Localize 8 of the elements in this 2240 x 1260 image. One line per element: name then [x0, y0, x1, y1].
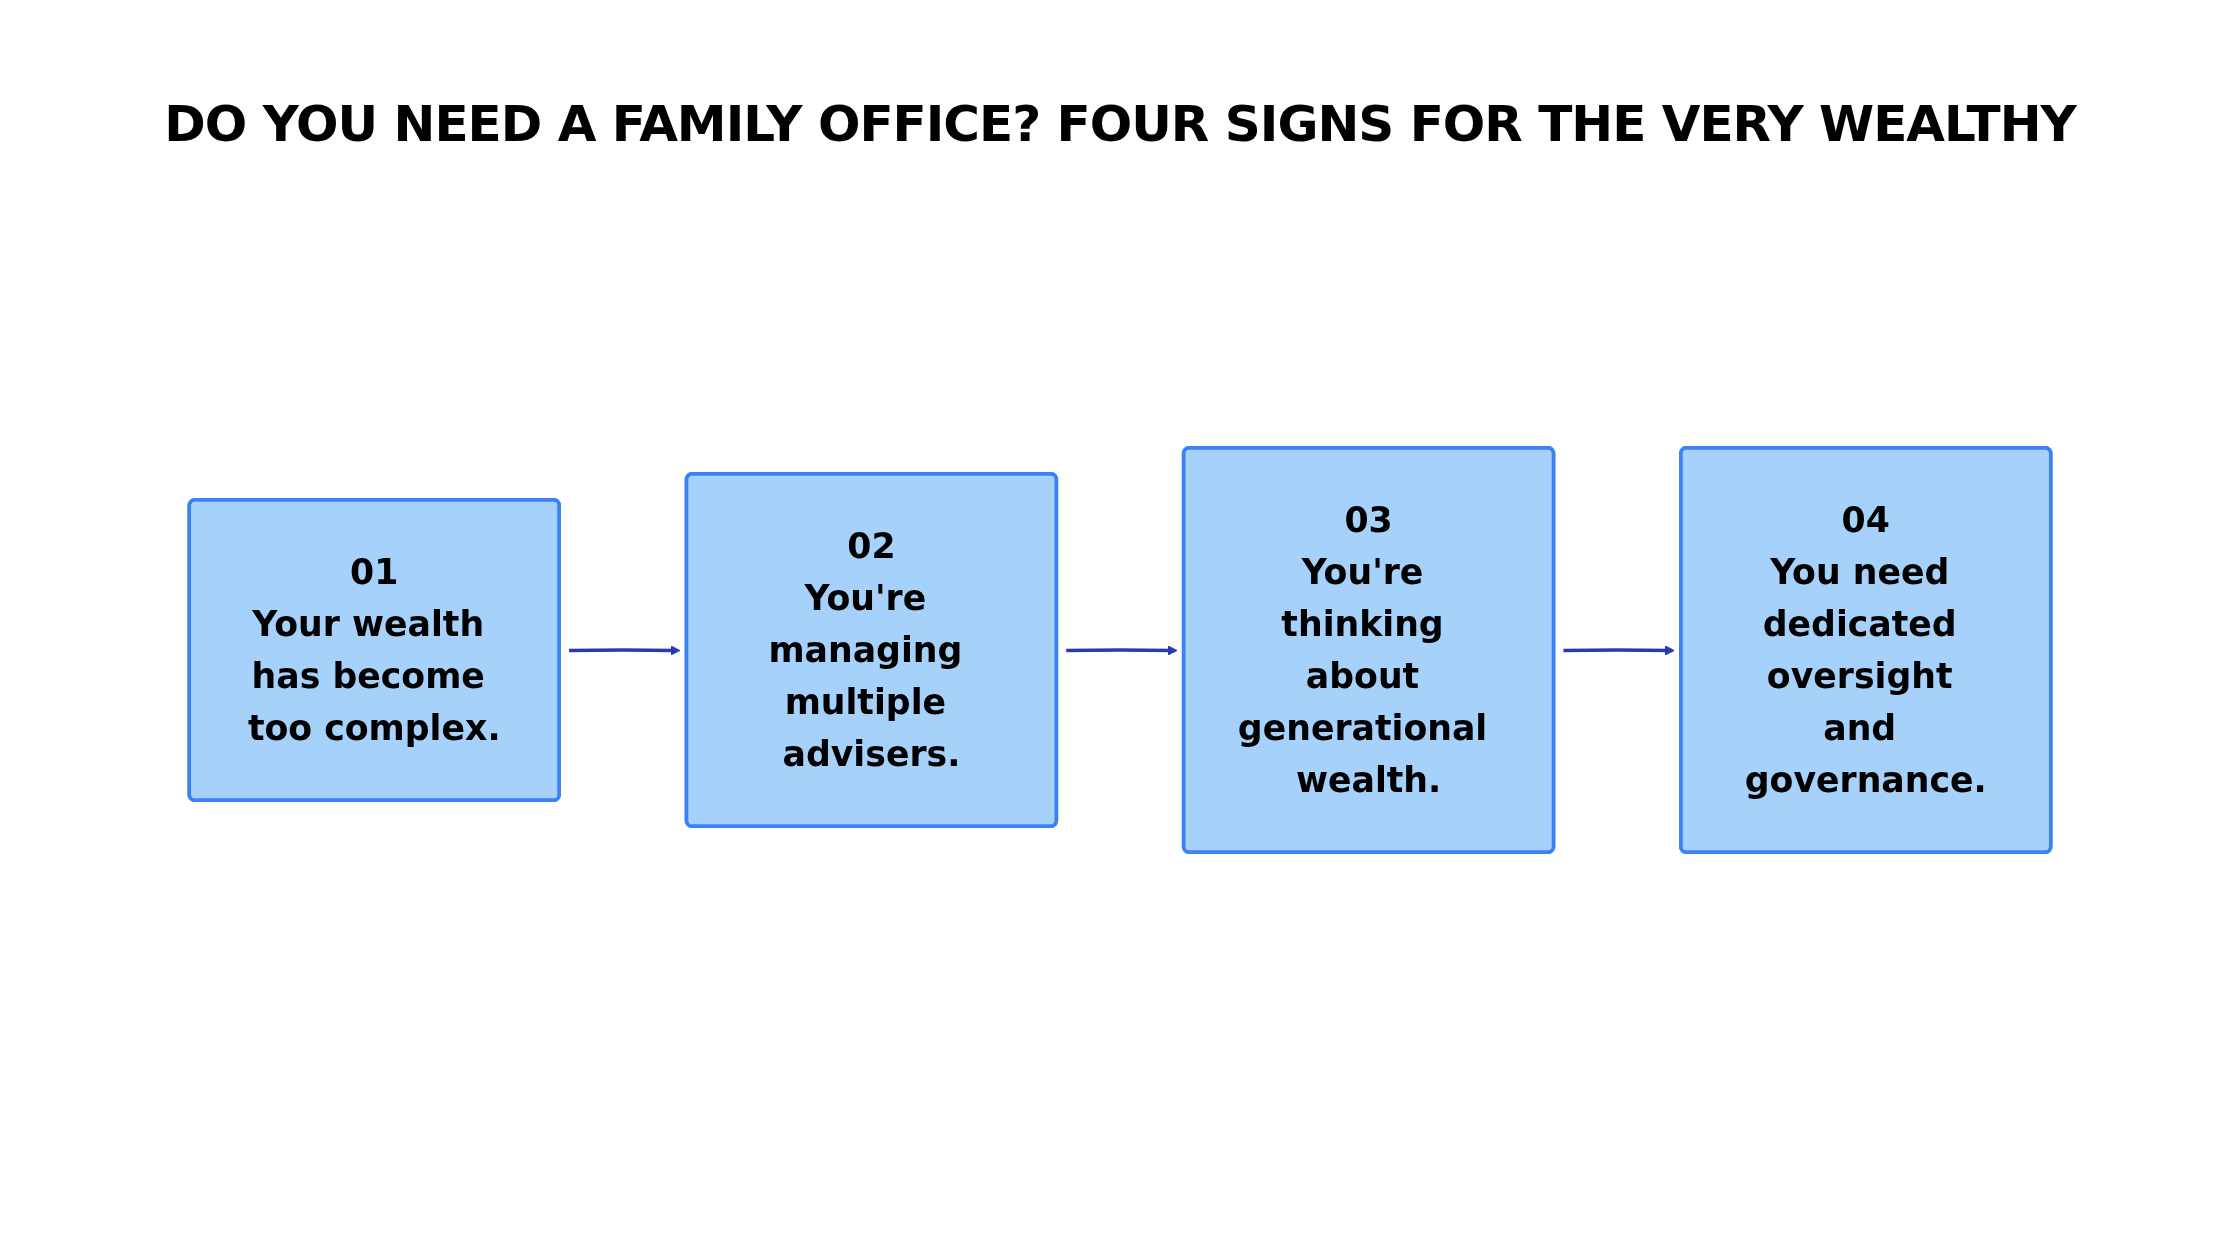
title: DO YOU NEED A FAMILY OFFICE? FOUR SIGNS FOR THE VERY WEALTHY: [164, 95, 2076, 153]
arrow: [569, 645, 681, 656]
arrow: [1563, 645, 1675, 656]
step-card: 02 You're managing multiple advisers.: [684, 471, 1059, 829]
step-card: 04 You need dedicated oversight and governance.: [1679, 445, 2053, 855]
step-card: 03 You're thinking about generational wealth.: [1181, 445, 1556, 855]
arrow: [1066, 645, 1178, 656]
step-card: 01 Your wealth has become too complex.: [187, 497, 561, 803]
